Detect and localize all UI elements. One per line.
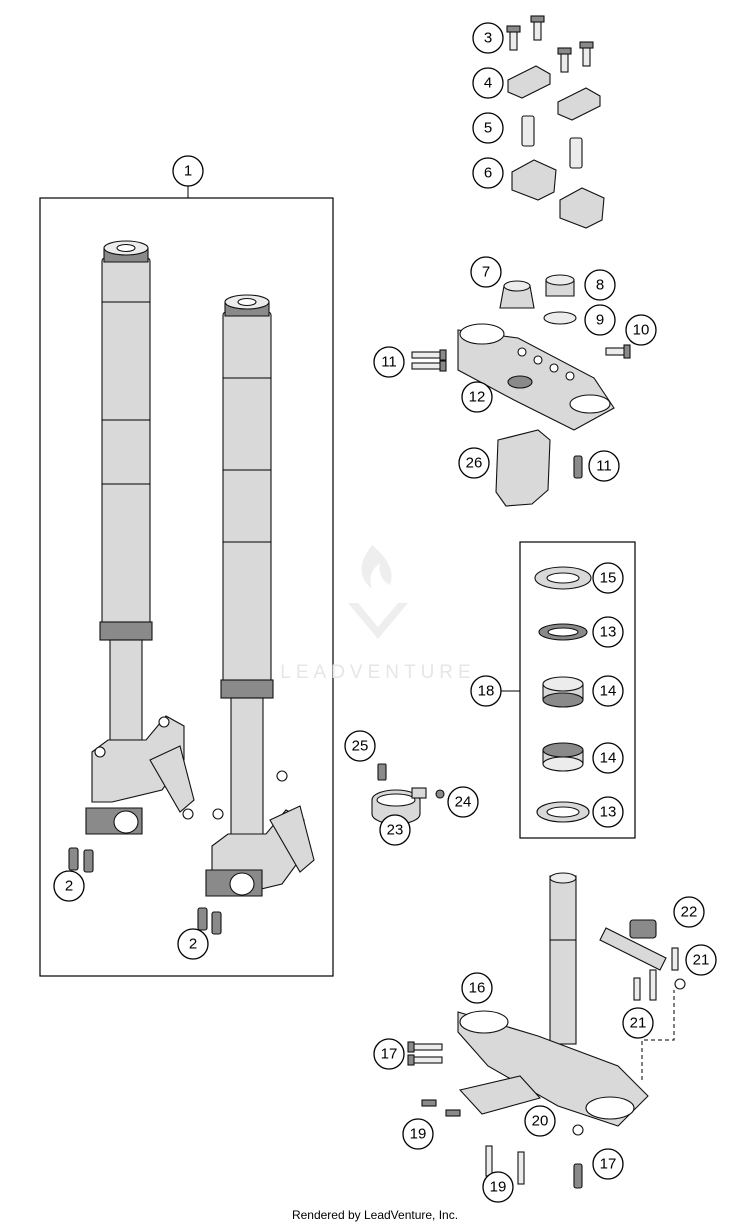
cap-7 — [499, 280, 535, 309]
svg-text:19: 19 — [410, 1126, 427, 1143]
callout-24: 24 — [447, 786, 479, 818]
svg-text:9: 9 — [596, 312, 604, 329]
callout-3: 3 — [472, 22, 504, 54]
svg-text:13: 13 — [600, 624, 617, 641]
callout-11b: 11 — [588, 450, 620, 482]
callout-4: 4 — [472, 67, 504, 99]
svg-text:15: 15 — [600, 570, 617, 587]
svg-text:17: 17 — [381, 1046, 398, 1063]
callout-17a: 17 — [373, 1038, 405, 1070]
svg-text:20: 20 — [532, 1113, 549, 1130]
bearing-kit-frame — [519, 541, 636, 839]
callout-1: 1 — [172, 155, 204, 187]
callout-6: 6 — [472, 157, 504, 189]
bracket-20 — [458, 1075, 542, 1115]
svg-text:24: 24 — [455, 794, 472, 811]
svg-text:12: 12 — [469, 389, 486, 406]
right-fork-leg — [205, 294, 315, 897]
clamps-4 — [507, 65, 601, 121]
bolts-5 — [521, 115, 583, 169]
risers-6 — [511, 159, 605, 229]
callout-5: 5 — [472, 112, 504, 144]
callout-19a: 19 — [402, 1118, 434, 1150]
watermark-logo — [348, 545, 408, 639]
svg-text:16: 16 — [469, 980, 486, 997]
callout-13a: 13 — [592, 616, 624, 648]
damper-leader — [641, 990, 675, 1080]
svg-text:3: 3 — [484, 30, 492, 47]
callout-11a: 11 — [373, 346, 405, 378]
svg-text:2: 2 — [189, 936, 197, 953]
callout-9: 9 — [584, 304, 616, 336]
steering-stem — [549, 872, 577, 1045]
callout-8: 8 — [584, 269, 616, 301]
bolts-19 — [421, 1099, 525, 1185]
callout-22: 22 — [673, 896, 705, 928]
svg-text:19: 19 — [490, 1179, 507, 1196]
cap-8 — [545, 274, 575, 297]
svg-text:17: 17 — [600, 1156, 617, 1173]
callout-19b: 19 — [482, 1171, 514, 1203]
svg-text:13: 13 — [600, 804, 617, 821]
svg-text:14: 14 — [600, 750, 617, 767]
svg-text:23: 23 — [387, 822, 404, 839]
upper-triple-clamp-12 — [457, 323, 615, 431]
callout-12: 12 — [461, 381, 493, 413]
callout-2a: 2 — [53, 870, 85, 902]
svg-text:18: 18 — [478, 683, 495, 700]
bolts-11 — [411, 349, 447, 372]
callout-21b: 21 — [622, 1007, 654, 1039]
svg-text:5: 5 — [484, 120, 492, 137]
callout-23: 23 — [379, 814, 411, 846]
svg-text:22: 22 — [681, 904, 698, 921]
callout-10: 10 — [625, 314, 657, 346]
svg-text:25: 25 — [352, 738, 369, 755]
svg-text:4: 4 — [484, 75, 492, 92]
watermark-text: LEADVENTURE — [280, 662, 476, 683]
callout-21a: 21 — [685, 944, 717, 976]
footer-credit: Rendered by LeadVenture, Inc. — [291, 1208, 459, 1222]
fork-assembly-frame — [39, 197, 334, 977]
bolts-3 — [506, 15, 594, 73]
svg-text:14: 14 — [600, 683, 617, 700]
svg-text:7: 7 — [482, 264, 490, 281]
callout-18: 18 — [470, 675, 502, 707]
bolts-17 — [407, 1041, 583, 1189]
callout-25: 25 — [344, 730, 376, 762]
svg-text:1: 1 — [184, 163, 192, 180]
bolt-10 — [605, 344, 631, 359]
left-fork-leg — [85, 240, 195, 835]
callout-7: 7 — [470, 256, 502, 288]
callout-14b: 14 — [592, 742, 624, 774]
svg-text:26: 26 — [466, 455, 483, 472]
fork-screws-left — [68, 847, 94, 873]
svg-text:6: 6 — [484, 165, 492, 182]
svg-text:10: 10 — [633, 322, 650, 339]
cover-26 — [495, 429, 583, 507]
clamp-23-parts — [371, 763, 445, 825]
svg-text:2: 2 — [65, 878, 73, 895]
callout-17b: 17 — [592, 1148, 624, 1180]
lower-triple-clamp-16 — [457, 1010, 649, 1136]
callout-13b: 13 — [592, 796, 624, 828]
svg-text:11: 11 — [596, 458, 612, 475]
fork-screws-right — [197, 907, 222, 935]
callout-26: 26 — [458, 447, 490, 479]
svg-text:21: 21 — [693, 952, 710, 969]
callout-20: 20 — [524, 1105, 556, 1137]
bearing-parts — [534, 566, 592, 823]
callout-2b: 2 — [177, 928, 209, 960]
callout-15: 15 — [592, 562, 624, 594]
steering-damper-22 — [599, 919, 686, 1001]
washer-9 — [543, 311, 577, 325]
svg-text:11: 11 — [381, 354, 397, 371]
svg-text:21: 21 — [630, 1015, 647, 1032]
callout-16: 16 — [461, 972, 493, 1004]
callout-14a: 14 — [592, 675, 624, 707]
svg-text:8: 8 — [596, 277, 604, 294]
